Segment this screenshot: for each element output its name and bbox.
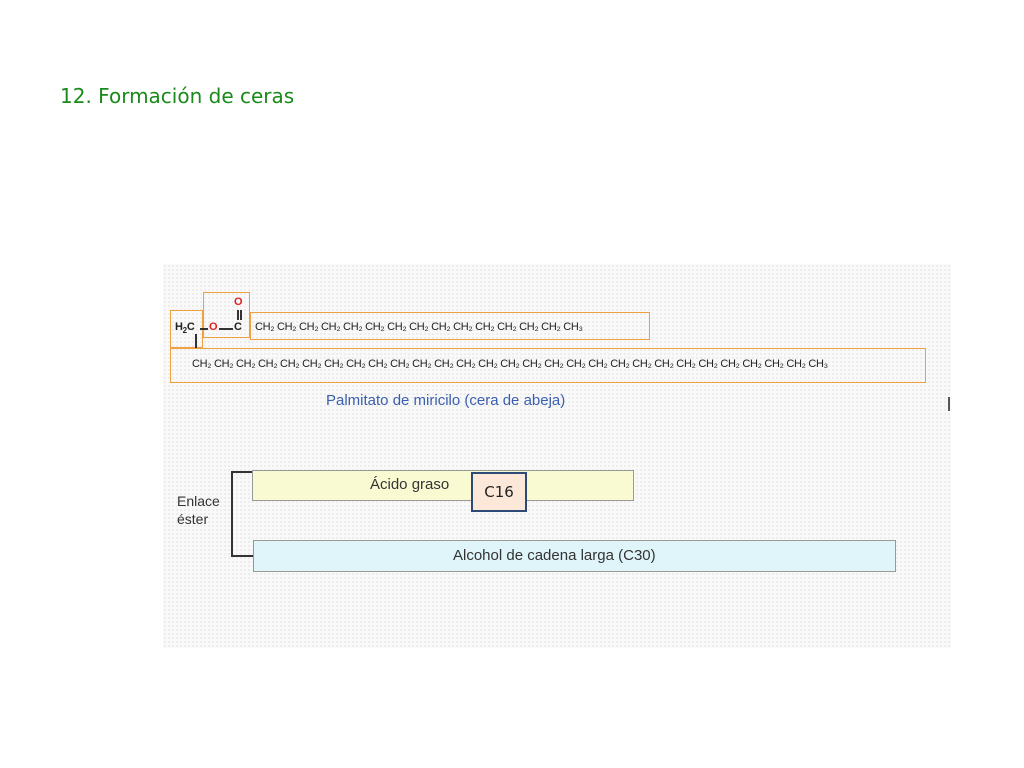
ester-bond-label-line1: Enlace — [177, 493, 220, 509]
ester-oxygen: O — [209, 321, 218, 333]
bond-c-alcohol — [195, 334, 197, 348]
acid-chain: CH₂ CH₂ CH₂ CH₂ CH₂ CH₂ CH₂ CH₂ CH₂ CH₂ … — [255, 321, 583, 333]
acid-chain-box — [250, 312, 650, 340]
long-chain-alcohol-label: Alcohol de cadena larga (C30) — [453, 547, 656, 564]
carbonyl-carbon: C — [234, 321, 242, 333]
fatty-acid-label: Ácido graso — [370, 476, 450, 493]
alcohol-chain: CH₂ CH₂ CH₂ CH₂ CH₂ CH₂ CH₂ CH₂ CH₂ CH₂ … — [192, 358, 828, 370]
fatty-acid-bar — [252, 470, 634, 501]
h2c-c: C — [186, 321, 195, 333]
carbonyl-box — [203, 292, 250, 338]
c16-badge: C16 — [471, 472, 527, 512]
molecule-caption: Palmitato de miricilo (cera de abeja) — [326, 392, 566, 409]
bracket-top — [231, 471, 253, 473]
long-chain-alcohol-bar — [253, 540, 896, 572]
wax-figure: H2C O C O CH₂ CH₂ CH₂ CH₂ CH₂ CH₂ CH₂ CH… — [163, 264, 951, 648]
ester-bond-label-line2: éster — [177, 511, 209, 527]
edge-mark — [948, 397, 950, 411]
h2c-group: H2C — [175, 321, 195, 335]
h2c-sub: 2 — [182, 326, 187, 335]
bracket-vertical — [231, 471, 233, 556]
bond-o-c — [219, 328, 233, 330]
double-bond-a — [237, 310, 239, 320]
bracket-bottom — [231, 555, 253, 557]
h2c-h: H — [175, 321, 183, 333]
slide-title: 12. Formación de ceras — [60, 84, 295, 108]
carbonyl-oxygen: O — [234, 296, 243, 308]
bond-c-o — [200, 328, 208, 330]
ester-bond-label: Enlace éster — [177, 492, 220, 528]
double-bond-b — [240, 310, 242, 320]
alcohol-chain-box — [170, 348, 926, 383]
